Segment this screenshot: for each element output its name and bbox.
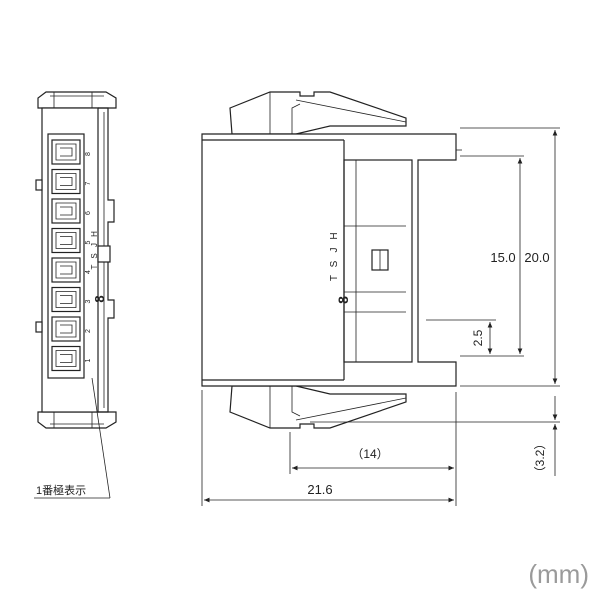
slot-number: 6 xyxy=(85,211,92,215)
side-housing xyxy=(201,133,457,387)
slot-number: 5 xyxy=(85,240,92,244)
terminal-slot xyxy=(51,139,81,165)
dim-21-6: 21.6 xyxy=(307,482,332,497)
front-series-letters: H J S T xyxy=(90,231,99,270)
terminal-slot xyxy=(51,198,81,224)
dim-2-5: 2.5 xyxy=(471,329,485,346)
front-series-letter: T xyxy=(90,264,99,269)
side-top-latch xyxy=(229,91,407,135)
dim-15: 15.0 xyxy=(490,250,515,265)
front-body xyxy=(41,107,99,413)
front-view: 8 7 6 5 4 3 2 1 H J S T 8 xyxy=(35,91,117,429)
terminal-slots xyxy=(51,139,81,372)
pin1-callout: 1番極表示 xyxy=(34,377,111,499)
terminal-slot xyxy=(51,316,81,342)
terminal-slot xyxy=(51,168,81,195)
front-series-letter: S xyxy=(90,253,99,258)
dimension-lines: 15.0 20.0 2.5 （14） 21.6 （3.2） xyxy=(201,127,560,506)
slot-number: 4 xyxy=(85,270,92,274)
unit-label: (mm) xyxy=(528,559,589,589)
dim-3-2: （3.2） xyxy=(533,438,547,479)
front-bottom-latch xyxy=(37,411,117,429)
side-series-letter: S xyxy=(329,260,340,267)
terminal-slot xyxy=(51,257,81,283)
side-series-letter: J xyxy=(329,248,340,253)
terminal-slot xyxy=(51,227,81,254)
slot-number: 2 xyxy=(85,329,92,333)
dim-20: 20.0 xyxy=(524,250,549,265)
terminal-slot xyxy=(51,345,81,372)
side-series-letters: H J S T xyxy=(329,232,340,281)
front-series-letter: H xyxy=(90,231,99,237)
side-series-letter: H xyxy=(329,232,340,239)
slot-number: 7 xyxy=(85,181,92,185)
side-series-letter: T xyxy=(329,275,340,281)
front-circuit-count: 8 xyxy=(92,295,107,302)
slot-number-labels: 8 7 6 5 4 3 2 1 xyxy=(85,152,92,363)
front-series-letter: J xyxy=(90,243,99,247)
slot-number: 3 xyxy=(85,299,92,303)
slot-number: 8 xyxy=(85,152,92,156)
front-top-latch xyxy=(37,91,117,109)
dim-14: （14） xyxy=(351,447,388,461)
slot-number: 1 xyxy=(85,358,92,362)
side-circuit-count: 8 xyxy=(335,296,351,304)
terminal-slot xyxy=(51,286,81,313)
pin1-callout-label: 1番極表示 xyxy=(36,483,86,497)
side-pocket xyxy=(343,159,413,363)
side-view: H J S T 8 xyxy=(201,91,462,429)
